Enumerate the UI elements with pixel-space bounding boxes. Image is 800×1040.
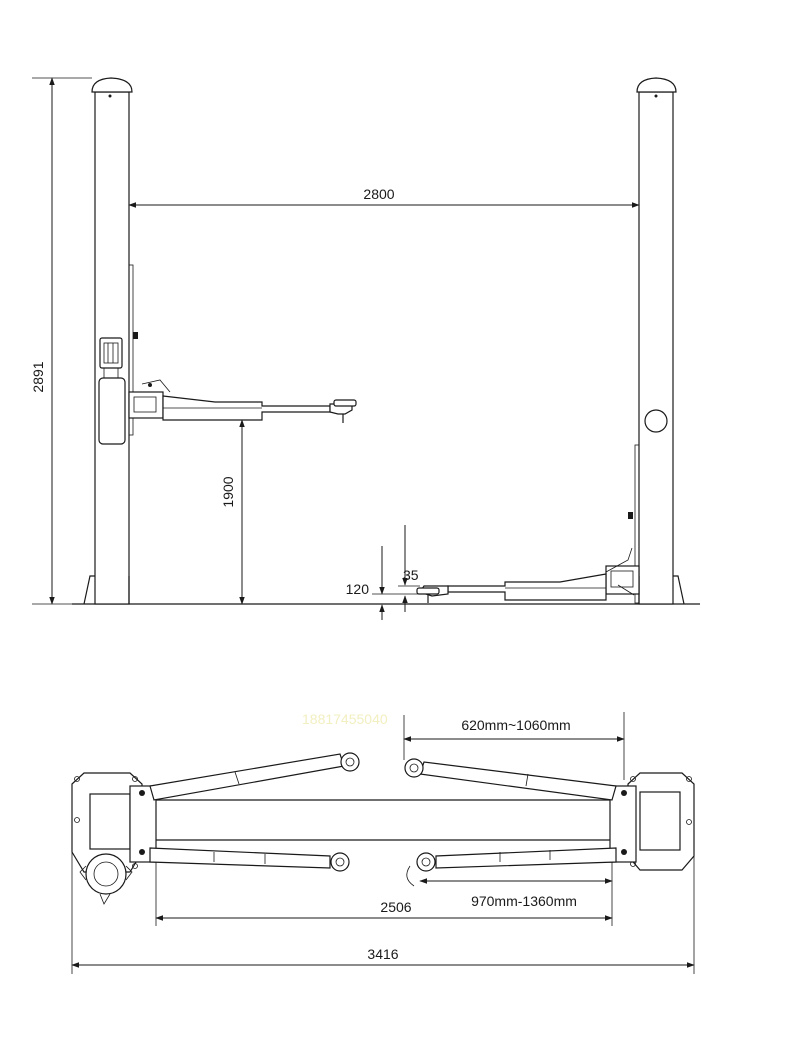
cable-port-icon	[644, 409, 668, 433]
dim-long-arm: 970mm-1360mm	[471, 893, 577, 909]
upper-left-arm	[139, 752, 360, 801]
dim-overall-width: 3416	[367, 946, 398, 962]
left-lift-arm	[128, 379, 357, 423]
dim-min-height: 120	[346, 581, 370, 597]
dim-pad-height: 35	[403, 567, 419, 583]
top-view: 18817455040	[71, 711, 695, 974]
watermark: 18817455040	[302, 711, 388, 727]
dim-short-arm: 620mm~1060mm	[461, 717, 570, 733]
lower-left-arm	[139, 847, 350, 872]
left-column	[83, 77, 357, 605]
motor-unit	[79, 853, 133, 905]
upper-right-arm	[404, 758, 627, 801]
dim-total-height: 2891	[30, 361, 46, 392]
right-column	[416, 77, 685, 605]
lower-right-arm	[406, 847, 627, 887]
front-view: 2800 2891 1900 120 35	[30, 77, 700, 620]
dim-column-spacing: 2800	[363, 186, 394, 202]
right-lift-arm	[416, 547, 640, 603]
power-unit	[98, 337, 126, 445]
left-base-plate	[71, 772, 143, 905]
dim-inner-width: 2506	[380, 899, 411, 915]
dim-lift-height: 1900	[220, 476, 236, 507]
right-base-plate	[627, 772, 695, 871]
